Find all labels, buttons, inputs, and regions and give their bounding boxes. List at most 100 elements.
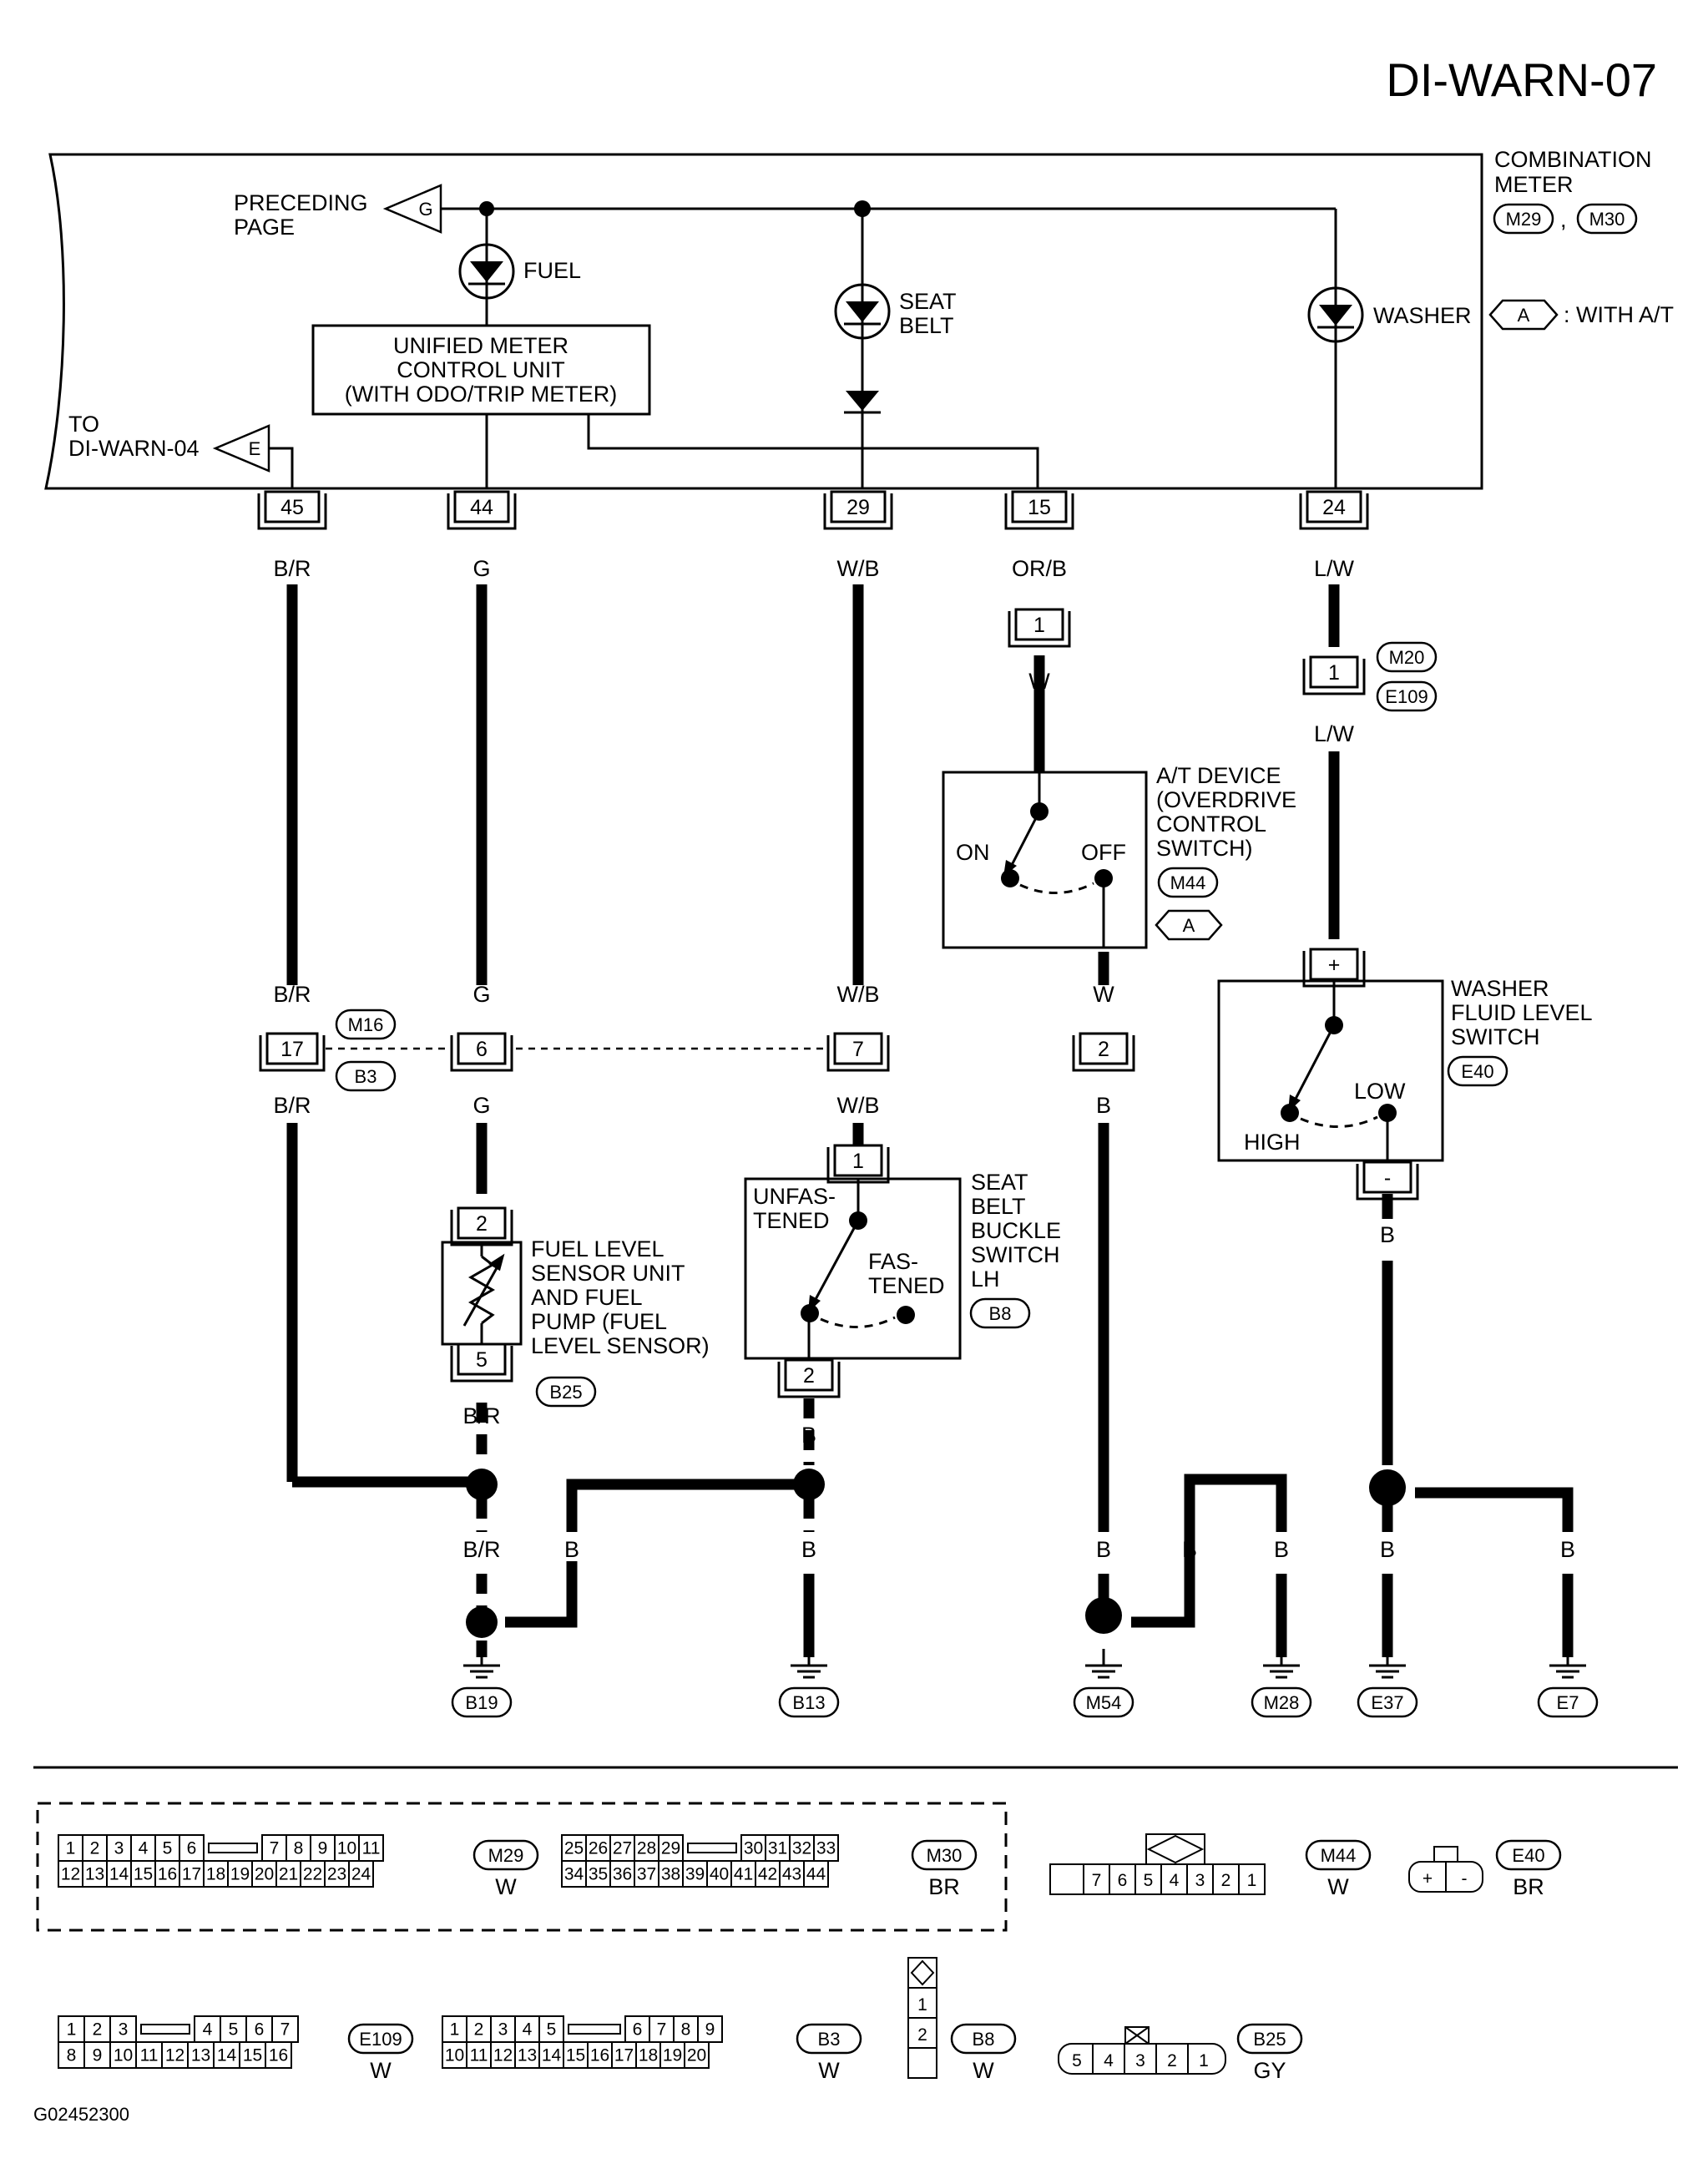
- m16-b3-pin-7: 7: [826, 1032, 890, 1072]
- svg-text:+: +: [1328, 953, 1341, 977]
- svg-text:22: 22: [303, 1865, 322, 1884]
- to-page-tag: E: [212, 424, 270, 473]
- seat-belt-diode: [844, 391, 881, 414]
- fuel-sensor-pin-2: 2: [450, 1206, 513, 1246]
- svg-text:W: W: [1327, 1874, 1349, 1899]
- svg-text:44: 44: [806, 1865, 826, 1884]
- wire-color-m28: B: [1274, 1537, 1289, 1562]
- washer-label-line1: WASHER: [1451, 976, 1549, 1001]
- wire-color-c1_a: B/R: [273, 982, 311, 1007]
- svg-text:20: 20: [687, 2046, 706, 2065]
- svg-text:M29: M29: [488, 1845, 524, 1866]
- svg-text:7: 7: [1092, 1871, 1102, 1890]
- svg-text:10: 10: [445, 2046, 464, 2065]
- svg-text:39: 39: [685, 1865, 705, 1884]
- buckle-label-line3: BUCKLE: [971, 1218, 1061, 1243]
- meter-pin-44: 44: [447, 490, 517, 530]
- meter-pin-45: 45: [257, 490, 327, 530]
- svg-text:GY: GY: [1253, 2058, 1286, 2083]
- to-page-line1: TO: [68, 412, 99, 437]
- at-device-box: [942, 771, 1148, 949]
- svg-text:23: 23: [327, 1865, 346, 1884]
- meter-pin-29: 29: [823, 490, 893, 530]
- at-label-line1: A/T DEVICE: [1156, 763, 1281, 788]
- svg-text:B8: B8: [989, 1303, 1012, 1324]
- svg-text:4: 4: [1104, 2051, 1114, 2070]
- svg-text:4: 4: [203, 2020, 213, 2040]
- svg-text:BR: BR: [1513, 1874, 1544, 1899]
- svg-text:B8: B8: [973, 2029, 995, 2050]
- svg-text:18: 18: [206, 1865, 225, 1884]
- svg-text:2: 2: [474, 2020, 484, 2040]
- svg-text:11: 11: [362, 1839, 381, 1858]
- wire-color-c5_top: L/W: [1314, 556, 1355, 581]
- svg-text:15: 15: [134, 1865, 153, 1884]
- face-tag-b8: B8W: [950, 2023, 1017, 2083]
- svg-text:24: 24: [1322, 496, 1346, 519]
- connector-tag-b3: B3: [335, 1060, 397, 1092]
- svg-text:-: -: [1384, 1166, 1391, 1190]
- meter-pin-15: 15: [1004, 490, 1074, 530]
- connector-tag-b25: B25: [535, 1376, 597, 1408]
- svg-text:6: 6: [1118, 1871, 1128, 1890]
- svg-text:40: 40: [710, 1865, 729, 1884]
- svg-text:-: -: [1462, 1869, 1468, 1888]
- svg-text:1: 1: [852, 1150, 864, 1173]
- svg-text:25: 25: [564, 1839, 584, 1858]
- connector-face-e40: +-: [1408, 1846, 1483, 1893]
- fuel-sensor-resistor: [462, 1242, 505, 1344]
- fuel-sensor-line3: AND FUEL: [531, 1285, 643, 1310]
- wire-color-e37: B: [1380, 1537, 1395, 1562]
- svg-text:7: 7: [280, 2020, 291, 2040]
- svg-text:M20: M20: [1389, 647, 1425, 668]
- meter-connector-m29: M29: [1493, 203, 1554, 235]
- wire-color-c4_mid: W: [1028, 669, 1050, 694]
- at-device-input-connector: 1: [1008, 608, 1071, 648]
- svg-text:2: 2: [1221, 1871, 1231, 1890]
- wire-color-m54: B: [1096, 1537, 1111, 1562]
- svg-text:8: 8: [681, 2020, 691, 2040]
- meter-connector-sep: ,: [1560, 207, 1567, 232]
- wire-color-c1_top: B/R: [273, 556, 311, 581]
- connector-tag-m44: M44: [1157, 867, 1219, 898]
- at-label-line3: CONTROL: [1156, 811, 1266, 837]
- svg-text:B19: B19: [465, 1692, 498, 1713]
- svg-text:5: 5: [476, 1348, 488, 1372]
- svg-text:27: 27: [613, 1839, 632, 1858]
- svg-text:14: 14: [109, 1865, 129, 1884]
- svg-text:35: 35: [589, 1865, 608, 1884]
- fuel-sensor-line1: FUEL LEVEL: [531, 1236, 665, 1261]
- svg-text:24: 24: [351, 1865, 371, 1884]
- wire-color-c4_a: W: [1093, 982, 1114, 1007]
- svg-text:2: 2: [90, 1839, 100, 1858]
- svg-text:W: W: [370, 2058, 392, 2083]
- svg-text:17: 17: [182, 1865, 201, 1884]
- svg-text:12: 12: [493, 2046, 513, 2065]
- at-label-line4: SWITCH): [1156, 836, 1252, 861]
- svg-text:B13: B13: [792, 1692, 825, 1713]
- svg-text:21: 21: [279, 1865, 298, 1884]
- connector-tag-m16: M16: [335, 1009, 397, 1040]
- washer-low-label: LOW: [1354, 1079, 1406, 1104]
- m20-e109-connector: 1: [1302, 655, 1366, 695]
- svg-text:5: 5: [229, 2020, 239, 2040]
- svg-text:9: 9: [318, 1839, 328, 1858]
- svg-text:1: 1: [1199, 2051, 1209, 2070]
- wire-color-c2_c: B/R: [462, 1403, 500, 1428]
- fuel-sensor-line2: SENSOR UNIT: [531, 1261, 685, 1286]
- wire-color-c1_b: B/R: [273, 1093, 311, 1118]
- svg-text:E40: E40: [1461, 1061, 1493, 1082]
- svg-text:9: 9: [705, 2020, 715, 2040]
- preceding-line2: PAGE: [234, 215, 295, 240]
- svg-text:5: 5: [1144, 1871, 1154, 1890]
- svg-text:9: 9: [93, 2046, 103, 2065]
- svg-text:45: 45: [280, 496, 304, 519]
- svg-text:A: A: [1183, 915, 1195, 936]
- m16-b3-pin-17: 17: [259, 1032, 326, 1072]
- svg-text:28: 28: [637, 1839, 656, 1858]
- svg-text:E: E: [249, 438, 261, 459]
- ground-e7: E7: [1537, 1649, 1599, 1718]
